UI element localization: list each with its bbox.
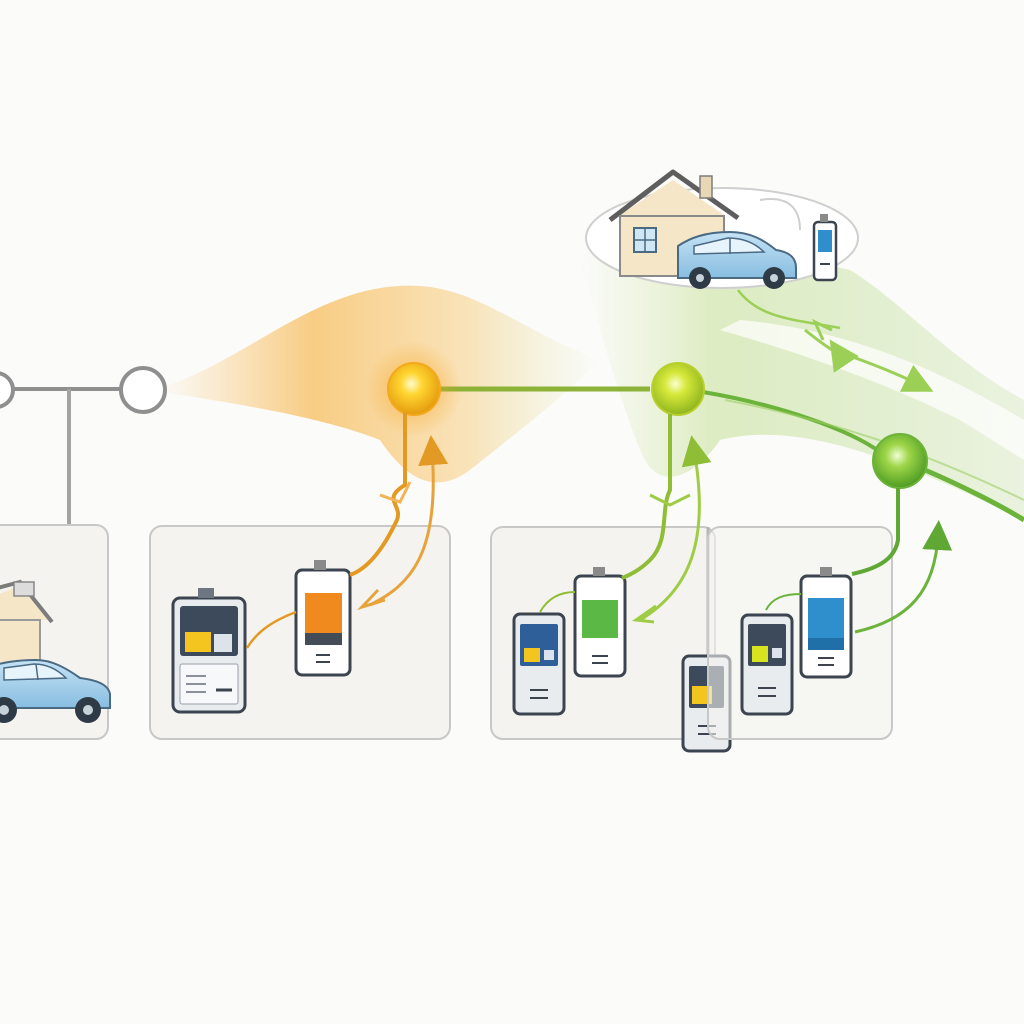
charging-station-icon xyxy=(812,214,838,282)
charging-station-icon xyxy=(799,567,853,679)
electric-car-icon xyxy=(677,230,797,289)
power-node-icon xyxy=(872,433,928,489)
smart-meter-icon xyxy=(512,612,566,716)
grid-junction-left xyxy=(0,371,15,409)
grid-junction-center xyxy=(119,366,167,414)
station-panel-orange xyxy=(149,525,451,740)
bidirectional-arrow-icon xyxy=(349,412,449,611)
bidirectional-arrow-icon xyxy=(736,289,934,392)
smart-meter-icon xyxy=(740,613,794,716)
grid-bus-line xyxy=(0,386,1024,524)
station-panel-blue xyxy=(707,526,893,740)
bidirectional-arrow-icon xyxy=(621,414,712,624)
smart-meter-icon xyxy=(171,588,247,714)
power-node-icon xyxy=(651,362,705,416)
home-charging-scene xyxy=(585,169,859,289)
charging-station-icon xyxy=(294,560,352,677)
bidirectional-arrow-icon xyxy=(851,488,953,634)
charging-station-icon xyxy=(573,567,627,678)
electric-car-icon xyxy=(0,658,111,723)
power-node-icon xyxy=(366,341,462,437)
station-panel-home xyxy=(0,524,111,740)
station-panel-green xyxy=(490,526,716,740)
